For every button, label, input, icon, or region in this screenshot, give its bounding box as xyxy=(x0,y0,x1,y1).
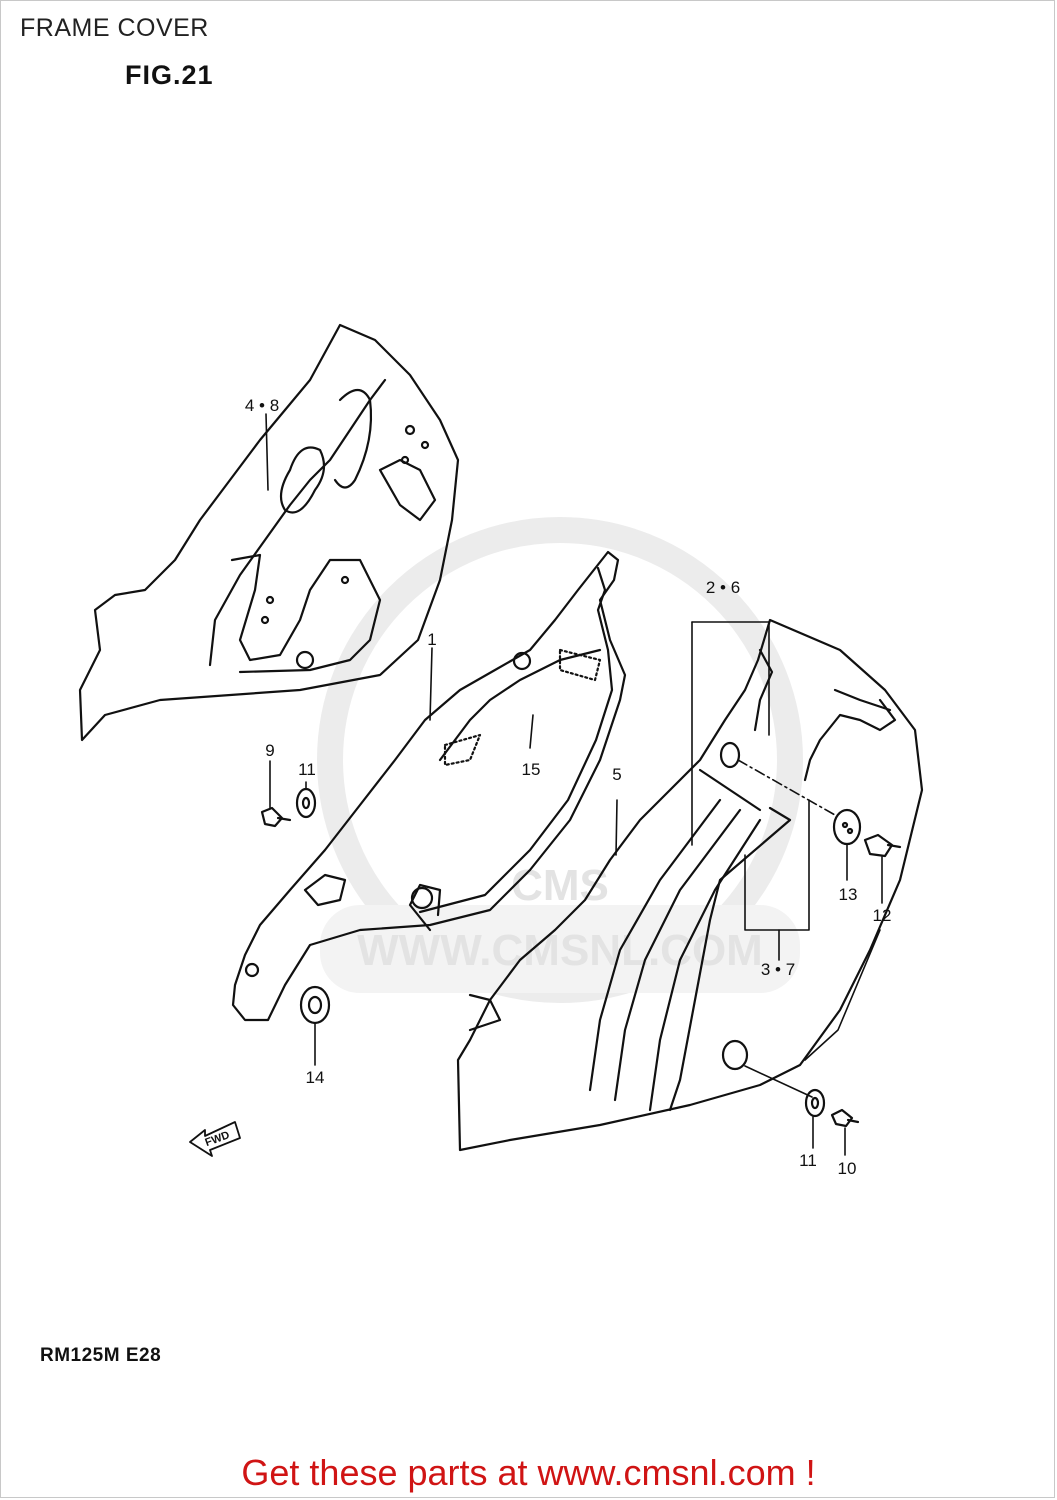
part-washer-13[interactable] xyxy=(832,808,862,846)
callout-15: 15 xyxy=(522,760,541,779)
watermark: CMS WWW.CMSNL.COM xyxy=(317,517,803,1003)
callout-11-left: 11 xyxy=(298,760,316,779)
callout-12: 12 xyxy=(873,906,892,925)
callout-1: 1 xyxy=(427,630,436,649)
cta-link[interactable]: Get these parts at www.cmsnl.com ! xyxy=(241,1452,816,1493)
callout-9: 9 xyxy=(265,741,274,760)
part-washer-11-left[interactable] xyxy=(295,787,317,819)
part-bolt-12[interactable] xyxy=(863,833,902,858)
part-frame-cover-inner[interactable] xyxy=(231,550,627,1022)
model-code: RM125M E28 xyxy=(40,1345,162,1366)
callout-5: 5 xyxy=(612,765,621,784)
part-bolt-10[interactable] xyxy=(830,1108,860,1128)
callout-4-8: 4 • 8 xyxy=(245,396,279,415)
part-emblem-panel[interactable] xyxy=(78,323,460,742)
leader-lines xyxy=(265,413,883,1156)
callout-2-6: 2 • 6 xyxy=(706,578,740,597)
figure-number: FIG.21 xyxy=(125,60,214,90)
part-bolt-9[interactable] xyxy=(260,806,292,828)
fwd-direction-arrow xyxy=(189,1121,241,1157)
callout-11-right: 11 xyxy=(799,1151,817,1170)
watermark-url-text: WWW.CMSNL.COM xyxy=(357,926,763,975)
part-washer-11-right[interactable] xyxy=(804,1088,826,1118)
page-title: FRAME COVER xyxy=(20,14,209,42)
callout-10: 10 xyxy=(838,1159,857,1178)
watermark-logo-text: CMS xyxy=(511,861,609,910)
callout-3-7: 3 • 7 xyxy=(761,960,795,979)
part-frame-cover-outer[interactable] xyxy=(456,618,924,1152)
callout-13: 13 xyxy=(839,885,858,904)
part-grommet-14[interactable] xyxy=(299,985,331,1025)
callout-14: 14 xyxy=(306,1068,325,1087)
